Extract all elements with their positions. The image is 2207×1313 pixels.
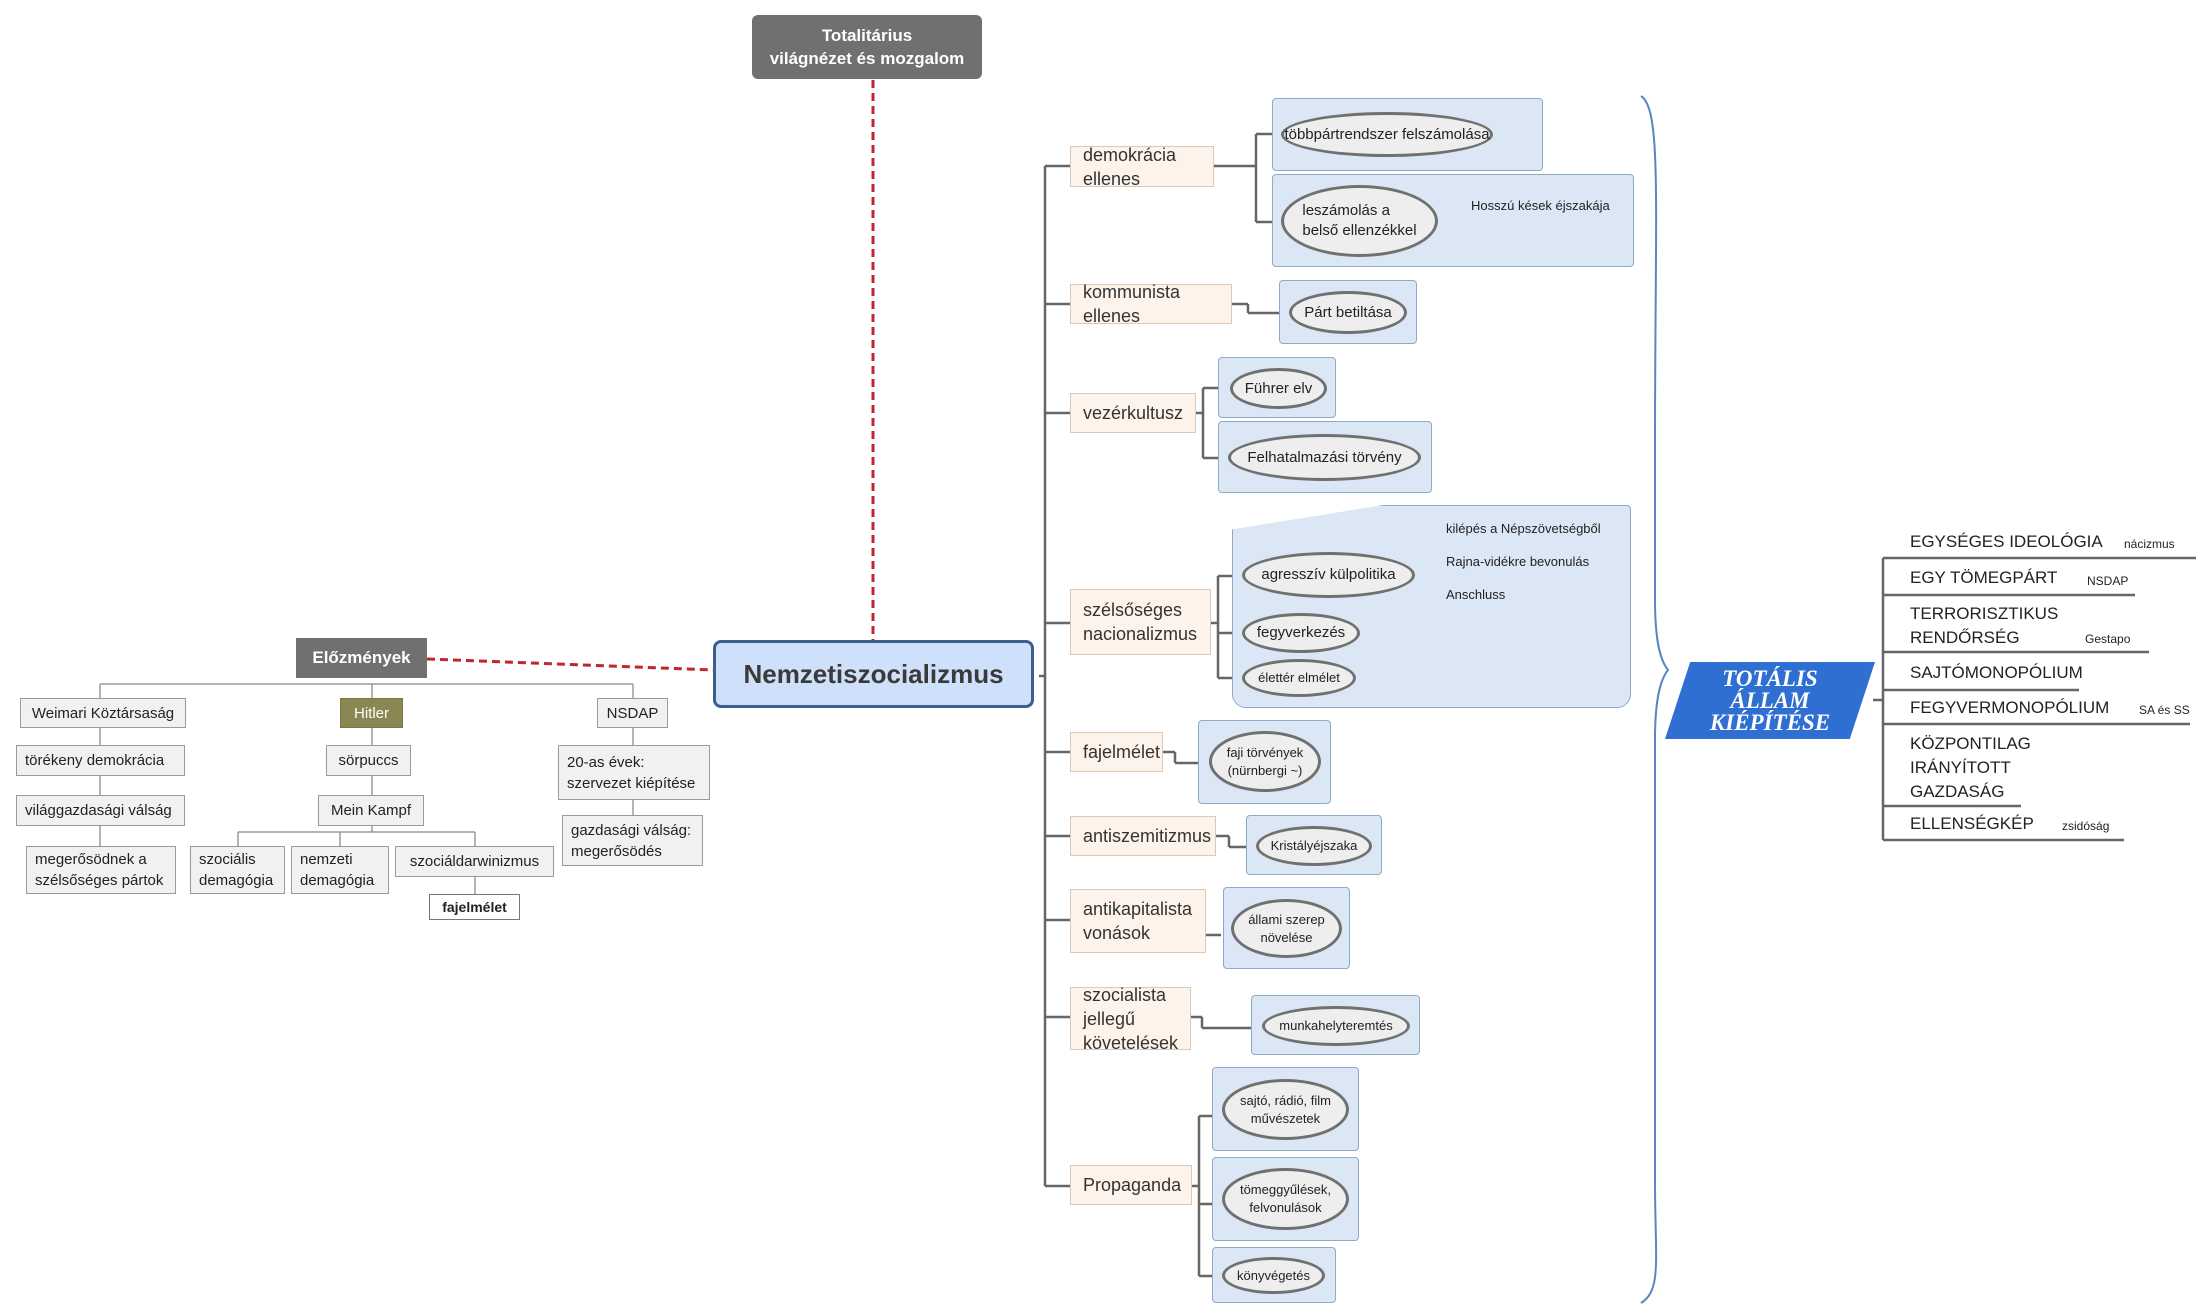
- oval-kristaly[interactable]: Kristályéjszaka: [1256, 826, 1372, 866]
- branch-propaganda[interactable]: Propaganda: [1070, 1165, 1192, 1205]
- oval-munkahely[interactable]: munkahelyteremtés: [1262, 1006, 1410, 1046]
- totalis-item-sajtomonopolium[interactable]: SAJTÓMONOPÓLIUM: [1910, 663, 2083, 682]
- label-kilepes: kilépés a Népszövetségből: [1446, 521, 1601, 536]
- valsag-node[interactable]: világgazdasági válság: [16, 795, 185, 826]
- szocialis-demagogia-node[interactable]: szociális demagógia: [190, 846, 285, 894]
- nemzeti-demagogia-node[interactable]: nemzeti demagógia: [291, 846, 389, 894]
- totalis-item-rendorseg[interactable]: TERRORISZTIKUS RENDŐRSÉG: [1910, 604, 2059, 647]
- label-rajna: Rajna-vidékre bevonulás: [1446, 554, 1590, 569]
- nsdap-node[interactable]: NSDAP: [597, 698, 668, 728]
- topic-node-totalitarian[interactable]: Totalitárius világnézet és mozgalom: [752, 15, 982, 79]
- branch-kommunista[interactable]: kommunista ellenes: [1070, 282, 1232, 326]
- branch-antiszemitizmus[interactable]: antiszemitizmus: [1070, 816, 1216, 856]
- totalis-note-rendorseg: Gestapo: [2085, 632, 2131, 646]
- totalis-item-ideologia[interactable]: EGYSÉGES IDEOLÓGIA: [1910, 532, 2103, 551]
- totalis-item-fegyvermonopolium[interactable]: FEGYVERMONOPÓLIUM: [1910, 698, 2110, 717]
- branch-fajelmelet[interactable]: fajelmélet: [1070, 732, 1163, 772]
- evek20-node[interactable]: 20-as évek: szervezet kiépítése: [558, 745, 710, 800]
- branch-szocialista[interactable]: szocialista jellegű követelések: [1070, 985, 1191, 1053]
- oval-konyv[interactable]: könyvégetés: [1222, 1257, 1325, 1294]
- torekeny-node[interactable]: törékeny demokrácia: [16, 745, 185, 776]
- partok-node[interactable]: megerősödnek a szélsőséges pártok: [26, 846, 176, 894]
- oval-faji[interactable]: faji törvények (nürnbergi ~): [1209, 731, 1321, 792]
- label-hosszu-kesek: Hosszú kések éjszakája: [1471, 198, 1610, 213]
- totalis-item-tomegpart[interactable]: EGY TÖMEGPÁRT: [1910, 568, 2058, 587]
- szocialdarwinizmus-node[interactable]: szociáldarwinizmus: [395, 846, 554, 877]
- totalis-allam-node[interactable]: TOTÁLIS ÁLLAM KIÉPÍTÉSE: [1665, 662, 1875, 739]
- oval-fuhrer[interactable]: Führer elv: [1230, 368, 1327, 409]
- oval-tobbpart[interactable]: többpártrendszer felszámolása: [1281, 112, 1493, 157]
- oval-leszamolas[interactable]: leszámolás a belső ellenzékkel: [1281, 185, 1438, 257]
- oval-partbet[interactable]: Párt betiltása: [1289, 291, 1407, 334]
- totalis-item-ellensegkep[interactable]: ELLENSÉGKÉP: [1910, 814, 2034, 833]
- gazdasagi-valsag-node[interactable]: gazdasági válság: megerősödés: [562, 815, 703, 866]
- oval-agressziv[interactable]: agresszív külpolitika: [1242, 552, 1415, 598]
- totalis-item-gazdasag[interactable]: KÖZPONTILAG IRÁNYÍTOTT GAZDASÁG: [1910, 734, 2031, 801]
- central-topic[interactable]: Nemzetiszocializmus: [713, 640, 1034, 708]
- elozmenyek-node[interactable]: Előzmények: [296, 638, 427, 678]
- branch-antikapitalista[interactable]: antikapitalista vonások: [1070, 889, 1206, 953]
- meinkampf-node[interactable]: Mein Kampf: [318, 795, 424, 826]
- oval-fegyverkezes[interactable]: fegyverkezés: [1242, 613, 1360, 653]
- oval-eletter[interactable]: élettér elmélet: [1242, 659, 1356, 697]
- branch-vezerkultusz[interactable]: vezérkultusz: [1070, 393, 1196, 433]
- totalis-note-ideologia: nácizmus: [2124, 537, 2175, 551]
- sorpuccs-node[interactable]: sörpuccs: [326, 745, 411, 776]
- oval-tomeg[interactable]: tömeggyűlések, felvonulások: [1222, 1168, 1349, 1230]
- branch-demokracia[interactable]: demokrácia ellenes: [1070, 145, 1214, 189]
- hitler-node[interactable]: Hitler: [340, 698, 403, 728]
- oval-allami[interactable]: állami szerep növelése: [1231, 899, 1342, 958]
- fajelmelet-leaf-node[interactable]: fajelmélet: [429, 894, 520, 920]
- oval-felhat[interactable]: Felhatalmazási törvény: [1228, 434, 1421, 481]
- totalis-note-ellensegkep: zsidóság: [2062, 819, 2110, 833]
- weimar-node[interactable]: Weimari Köztársaság: [20, 698, 186, 728]
- totalis-note-fegyvermonopolium: SA és SS: [2139, 703, 2190, 717]
- label-anschluss: Anschluss: [1446, 587, 1506, 602]
- oval-sajto[interactable]: sajtó, rádió, film művészetek: [1222, 1079, 1349, 1140]
- totalis-note-tomegpart: NSDAP: [2087, 574, 2129, 588]
- branch-szelsoseges[interactable]: szélsőséges nacionalizmus: [1070, 589, 1211, 655]
